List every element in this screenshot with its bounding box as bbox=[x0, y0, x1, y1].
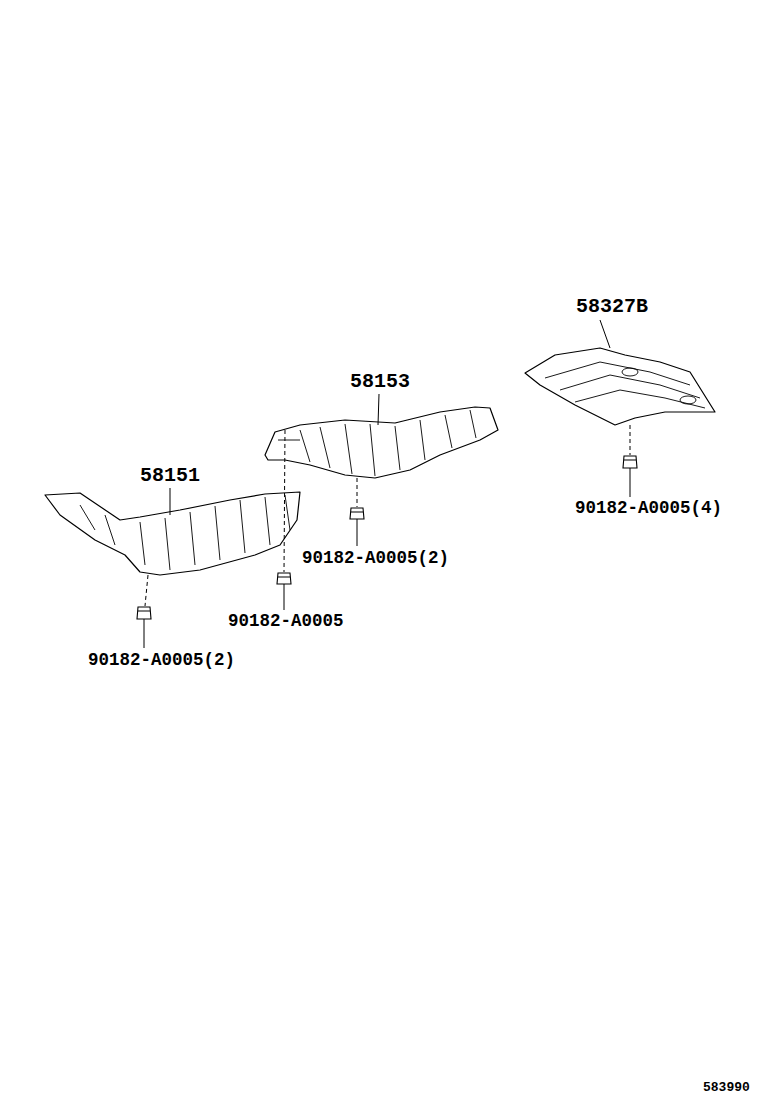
leader-line bbox=[284, 584, 285, 610]
figure-number: 583990 bbox=[703, 1081, 750, 1094]
part-number: 90182-A0005(4) bbox=[575, 500, 722, 518]
part-number: 90182-A0005 bbox=[228, 613, 344, 631]
part-number: 58327B bbox=[576, 297, 648, 317]
nut bbox=[277, 573, 291, 584]
leader-line bbox=[600, 320, 610, 348]
nut bbox=[137, 607, 151, 619]
dashed-line bbox=[145, 575, 148, 606]
part-number: 58151 bbox=[140, 466, 200, 486]
heat-insulator bbox=[265, 407, 498, 478]
leader-line bbox=[378, 394, 379, 425]
dashed-line bbox=[630, 425, 631, 455]
part-number: 90182-A0005(2) bbox=[302, 550, 449, 568]
leader-line bbox=[170, 488, 171, 515]
heat-insulator bbox=[525, 348, 715, 425]
nut bbox=[350, 508, 364, 519]
leader-line bbox=[357, 519, 358, 546]
part-number: 58153 bbox=[350, 372, 410, 392]
leader-line bbox=[630, 468, 631, 497]
heat-insulator bbox=[45, 492, 300, 575]
nut bbox=[623, 456, 637, 468]
dashed-line bbox=[284, 430, 285, 572]
dashed-line bbox=[357, 478, 358, 507]
part-number: 90182-A0005(2) bbox=[88, 652, 235, 670]
leader-line bbox=[144, 619, 145, 648]
